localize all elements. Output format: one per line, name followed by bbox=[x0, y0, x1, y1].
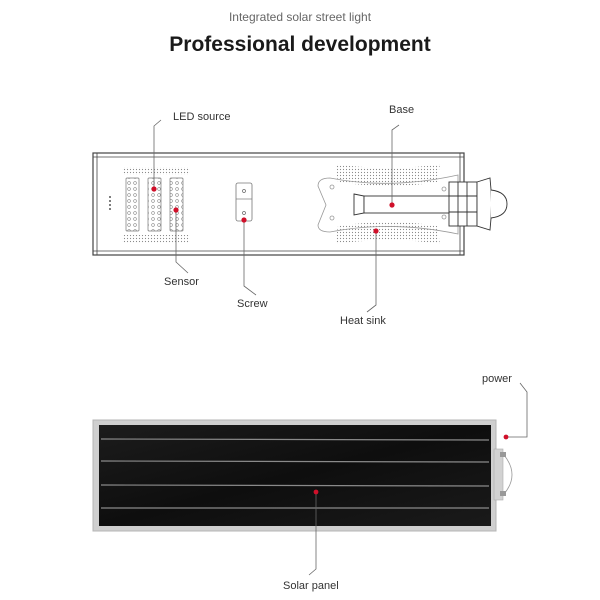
label-base: Base bbox=[389, 104, 415, 116]
base-arm bbox=[353, 193, 451, 216]
led-source-marker bbox=[151, 186, 157, 192]
base-marker bbox=[389, 202, 395, 208]
sensor-marker bbox=[173, 207, 179, 213]
label-heat-sink: Heat sink bbox=[340, 315, 386, 327]
label-power: power bbox=[482, 373, 512, 385]
solar-panel-marker bbox=[313, 489, 319, 495]
markers-bottom bbox=[313, 434, 509, 495]
solar-panel bbox=[92, 419, 497, 532]
base-bracket bbox=[317, 174, 459, 235]
label-led-source: LED source bbox=[173, 111, 231, 123]
markers-top bbox=[151, 186, 395, 234]
page-title: Professional development bbox=[169, 33, 431, 56]
page-subtitle: Integrated solar street light bbox=[228, 10, 372, 24]
leader-lines-bottom bbox=[308, 382, 528, 576]
pole-connector bbox=[448, 177, 508, 231]
screw-marker bbox=[241, 217, 247, 223]
screw-plate bbox=[235, 182, 253, 222]
mount-clamp bbox=[493, 448, 513, 501]
heat-sink-marker bbox=[373, 228, 379, 234]
label-sensor: Sensor bbox=[164, 276, 199, 288]
leader-lines-top bbox=[153, 119, 400, 313]
led-module bbox=[122, 167, 190, 243]
power-marker bbox=[503, 434, 509, 440]
label-screw: Screw bbox=[237, 298, 268, 310]
indicator-dots bbox=[109, 196, 111, 210]
label-solar-panel: Solar panel bbox=[283, 580, 339, 592]
